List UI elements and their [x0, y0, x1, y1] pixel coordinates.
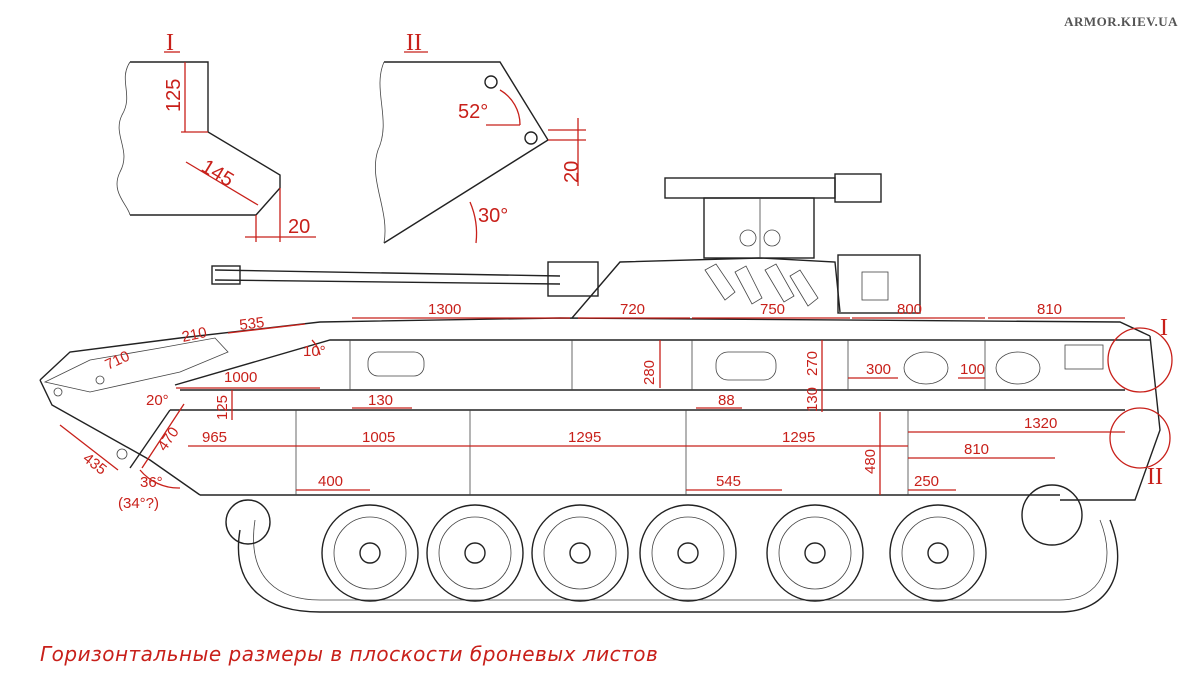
- dim-965: 965: [202, 429, 227, 446]
- dim-480: 480: [862, 449, 879, 474]
- dim-1300: 1300: [428, 301, 461, 318]
- dim-130-mid: 130: [368, 392, 393, 409]
- dim-1000: 1000: [224, 369, 257, 386]
- dim-720: 720: [620, 301, 645, 318]
- dim-750: 750: [760, 301, 785, 318]
- dim-710: 710: [103, 348, 133, 374]
- dim-280: 280: [641, 360, 658, 385]
- angle-20: 20°: [146, 392, 169, 409]
- dim-1005: 1005: [362, 429, 395, 446]
- dim-800: 800: [897, 301, 922, 318]
- callout-II: II: [1147, 464, 1163, 490]
- detail-1-dim-height: 125: [163, 79, 185, 112]
- hull: [39, 317, 1161, 501]
- angle-34-note: (34°?): [118, 495, 159, 512]
- detail-2-dim-offset: 20: [561, 161, 583, 183]
- detail-2-label: II: [406, 30, 422, 56]
- detail-2-angle-bottom: 30°: [478, 205, 508, 227]
- dim-1320: 1320: [1024, 415, 1057, 432]
- angle-10: 10°: [303, 343, 326, 360]
- road-wheel: [639, 504, 737, 602]
- dim-250: 250: [914, 473, 939, 490]
- callout-I: I: [1160, 315, 1168, 341]
- drawing-caption: Горизонтальные размеры в плоскости броне…: [40, 642, 659, 666]
- dim-300: 300: [866, 361, 891, 378]
- road-wheel: [889, 504, 987, 602]
- detail-1-label: I: [166, 30, 174, 56]
- dim-130-vert: 130: [804, 387, 821, 412]
- watermark: ARMOR.KIEV.UA: [1064, 14, 1178, 29]
- dim-810-top: 810: [1037, 301, 1062, 318]
- dim-88: 88: [718, 392, 735, 409]
- road-wheel: [321, 504, 419, 602]
- dim-435: 435: [80, 450, 110, 479]
- dim-545: 545: [716, 473, 741, 490]
- dim-210: 210: [180, 324, 208, 346]
- turret: [211, 173, 921, 319]
- dim-810-lower: 810: [964, 441, 989, 458]
- dimension-labels: 535 210 710 1300 720 750 800 810 10° 100…: [80, 301, 1168, 512]
- dim-270: 270: [804, 351, 821, 376]
- trim-vane: [43, 337, 229, 460]
- dim-1295-b: 1295: [782, 429, 815, 446]
- road-wheel: [426, 504, 524, 602]
- dim-100: 100: [960, 361, 985, 378]
- dim-400: 400: [318, 473, 343, 490]
- dimension-lines: [59, 317, 1173, 495]
- dim-470: 470: [154, 424, 182, 454]
- detail-2-angle-top: 52°: [458, 101, 488, 123]
- running-gear: [225, 484, 1119, 613]
- road-wheel: [766, 504, 864, 602]
- angle-36: 36°: [140, 474, 163, 491]
- dim-125: 125: [214, 395, 231, 420]
- detail-2: II 52° 20 30°: [374, 30, 586, 244]
- detail-1: I 125 145 20: [116, 30, 316, 242]
- detail-1-dim-step: 20: [288, 216, 310, 238]
- dim-535: 535: [238, 314, 265, 334]
- detail-1-dim-bevel: 145: [197, 155, 237, 191]
- road-wheel: [531, 504, 629, 602]
- dim-1295-a: 1295: [568, 429, 601, 446]
